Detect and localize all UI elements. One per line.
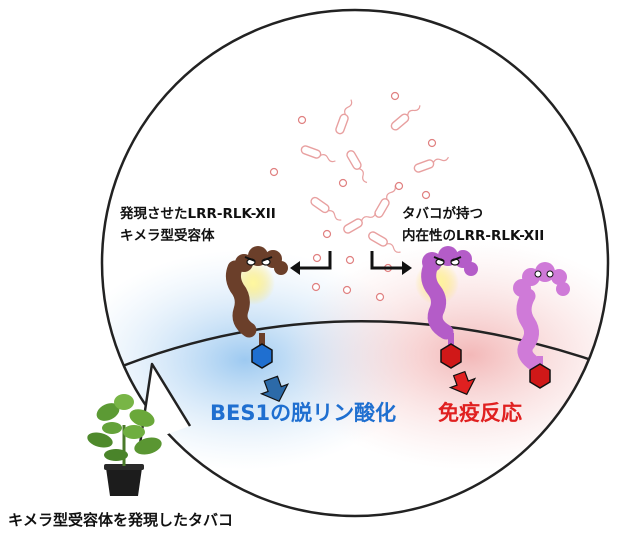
chimeric-receptor: [225, 246, 288, 369]
endogenous-receptor-line1: タバコが持つ: [402, 206, 483, 222]
down-arrow-icon: [448, 370, 477, 396]
down-arrow-icon: [259, 375, 290, 403]
expressed-receptor-line2: キメラ型受容体: [120, 228, 215, 244]
figure-caption: キメラ型受容体を発現したタバコ: [8, 511, 234, 529]
binding-arrows: [290, 251, 412, 275]
hexagon-icon: [251, 343, 273, 369]
endogenous-receptor-active: [415, 246, 478, 369]
magnified-view: [100, 8, 610, 518]
endogenous-receptor-line2: 内在性のLRR-RLK-XII: [402, 228, 545, 244]
hexagon-icon: [440, 343, 462, 369]
immune-response-label: 免疫反応: [438, 401, 522, 425]
potted-tobacco-plant-icon: [87, 394, 162, 496]
hexagon-icon: [529, 363, 551, 389]
left-bent-arrow: [298, 251, 332, 270]
expressed-receptor-line1: 発現させたLRR-RLK-XII: [120, 206, 276, 222]
expressed-receptor-label: 発現させたLRR-RLK-XII キメラ型受容体: [120, 203, 276, 247]
cell-membrane: [102, 320, 608, 377]
bes1-dephosphorylation-label: BES1の脱リン酸化: [210, 401, 397, 425]
ligand-dots: [269, 91, 437, 302]
endogenous-receptor-idle: [513, 262, 570, 389]
right-bent-arrow: [370, 251, 404, 270]
endogenous-receptor-label: タバコが持つ 内在性のLRR-RLK-XII: [402, 203, 544, 247]
